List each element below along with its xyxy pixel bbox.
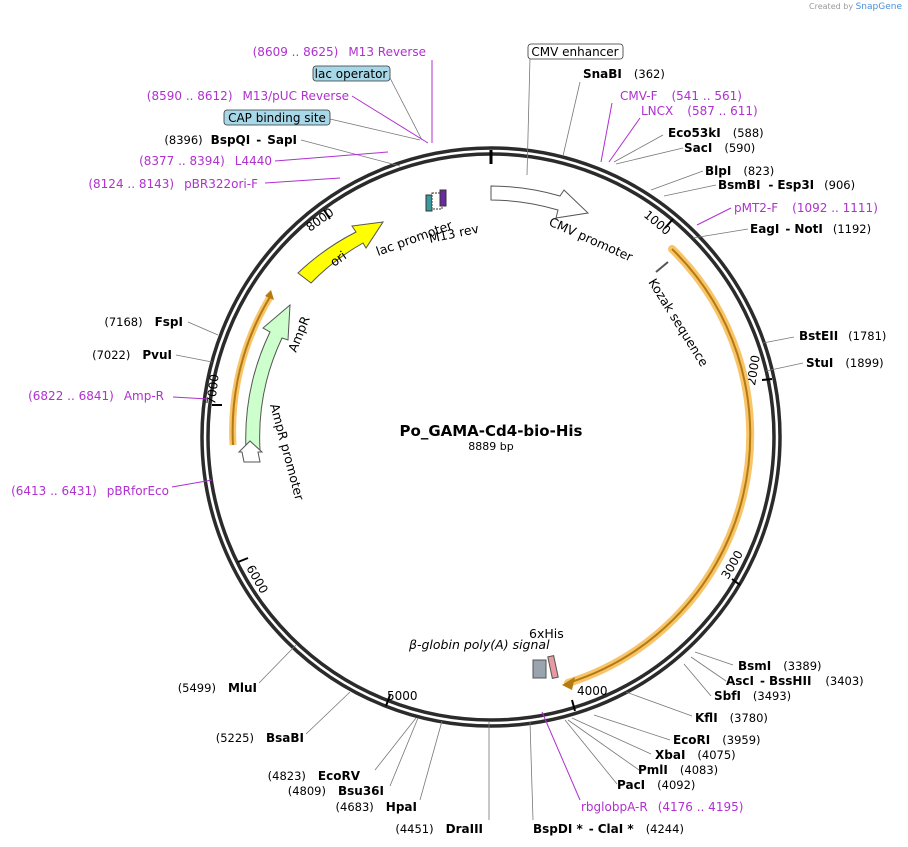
his-label: 6xHis <box>529 626 564 641</box>
primer-pmt2-f: pMT2-F(1092 .. 1111) <box>734 201 878 215</box>
site-ecori: EcoRI(3959) <box>673 733 761 747</box>
leader-lines <box>175 57 804 821</box>
ori-arrow <box>297 221 385 284</box>
kozak-marker <box>655 261 669 273</box>
site-blpi: BlpI(823) <box>705 164 774 178</box>
site-bsteii: BstEII(1781) <box>799 329 886 343</box>
plasmid-length: 8889 bp <box>468 440 513 453</box>
tick-label: 5000 <box>387 689 418 703</box>
ampr-promoter-arrow <box>237 440 264 463</box>
primer-m13-puc-reverse: (8590 .. 8612)M13/pUC Reverse <box>147 89 349 103</box>
site-bsabi: (5225)BsaBI <box>216 731 304 745</box>
site-kfli: KflI(3780) <box>695 711 768 725</box>
primer-lncx: LNCX(587 .. 611) <box>641 104 758 118</box>
site-xbai: XbaI(4075) <box>655 748 736 762</box>
his-tag <box>547 655 559 679</box>
site-stui: StuI(1899) <box>806 356 884 370</box>
primer-l4440: (8377 .. 8394)L4440 <box>139 154 272 168</box>
site-pmli: PmlI(4083) <box>638 763 718 777</box>
tick-label: 1000 <box>641 208 673 238</box>
tick-label: 7000 <box>204 373 222 405</box>
plasmid-name: Po_GAMA-Cd4-bio-His <box>400 422 583 440</box>
cap-site-label: CAP binding site <box>228 111 326 125</box>
cap-site-badge <box>223 109 331 126</box>
cmv-promoter-label: CMV promoter <box>547 214 636 265</box>
site-paci: PacI(4092) <box>617 778 695 792</box>
bglobin-polya <box>532 659 547 679</box>
cmv-promoter-arrow <box>490 185 590 219</box>
m13rev-box <box>439 189 447 207</box>
site-pvui: (7022)PvuI <box>92 348 172 362</box>
primer-amp-r: (6822 .. 6841)Amp-R <box>28 389 164 403</box>
primer-pbr322ori-f: (8124 .. 8143)pBR322ori-F <box>88 177 258 191</box>
snapgene-credit: Created by SnapGene <box>809 2 902 12</box>
cd4-orf-glow <box>564 245 755 687</box>
lac-operator-box <box>425 194 433 212</box>
primer-m13-reverse: (8609 .. 8625)M13 Reverse <box>253 45 426 59</box>
site-saci: SacI(590) <box>684 141 755 155</box>
site-bspqi-sapi: (8396)BspQI-SapI <box>164 133 297 147</box>
primer-cmv-f: CMV-F(541 .. 561) <box>620 89 742 103</box>
tick-label: 4000 <box>577 684 608 698</box>
site-bspdi-clai: BspDI *-ClaI *(4244) <box>533 822 684 836</box>
ampr-promoter-label: AmpR promoter <box>267 402 307 503</box>
cd4-orf-arrow <box>567 248 752 684</box>
tick-label: 2000 <box>744 354 763 386</box>
site-snabi: SnaBI(362) <box>583 67 665 81</box>
snapgene-logo: SnapGene <box>855 2 902 12</box>
primer-lines <box>171 60 732 801</box>
lac-operator-label: lac operator <box>315 67 388 81</box>
site-eagi-noti: EagI-NotI(1192) <box>750 222 871 236</box>
site-sbfi: SbfI(3493) <box>714 689 791 703</box>
primer-rbglobpa-r: rbglobpA-R(4176 .. 4195) <box>581 800 743 814</box>
site-asci-bsshii: AscI-BssHII(3403) <box>726 674 864 688</box>
site-ecorv: (4823)EcoRV <box>268 769 361 783</box>
bglobin-label: β-globin poly(A) signal <box>408 637 550 652</box>
site-hpai: (4683)HpaI <box>336 800 417 814</box>
site-bsu36i: (4809)Bsu36I <box>288 784 384 798</box>
site-bsmbi-esp3i: BsmBI-Esp3I(906) <box>718 178 855 192</box>
site-draiii: (4451)DraIII <box>395 822 483 836</box>
site-eco53ki: Eco53kI(588) <box>668 126 764 140</box>
ampr-arrow <box>245 303 291 451</box>
lac-operator-badge <box>312 65 391 82</box>
site-mlui: (5499)MluI <box>178 681 257 695</box>
plasmid-backbone <box>200 146 782 728</box>
site-bsmi: BsmI(3389) <box>738 659 822 673</box>
site-fspi: (7168)FspI <box>104 315 183 329</box>
primer-pbrforeco: (6413 .. 6431)pBRforEco <box>11 484 169 498</box>
cmv-enhancer-badge <box>527 43 624 60</box>
cmv-enhancer-label: CMV enhancer <box>531 45 618 59</box>
